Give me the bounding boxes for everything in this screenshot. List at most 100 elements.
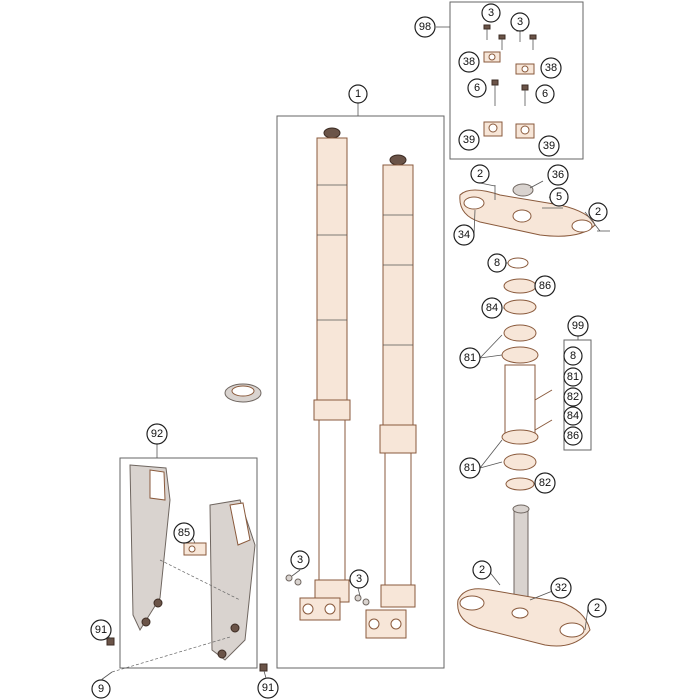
svg-text:3: 3	[488, 7, 494, 19]
fork-guard-kit-frame	[119, 457, 258, 669]
svg-text:2: 2	[479, 564, 485, 576]
spare-ring-nut	[224, 383, 262, 403]
svg-text:39: 39	[463, 134, 475, 146]
callout-32: 32	[550, 577, 572, 599]
steering-stem	[512, 504, 530, 609]
callout-99: 99	[567, 315, 589, 337]
callout-3-fork-left: 3	[290, 550, 310, 570]
callout-2-bottom-right: 2	[587, 598, 607, 618]
callout-2-top-right: 2	[588, 202, 608, 222]
callout-34: 34	[453, 224, 475, 246]
fork-assembly-frame	[276, 115, 445, 669]
svg-text:84: 84	[486, 302, 498, 314]
dust-seal-bottom	[505, 477, 535, 491]
svg-text:3: 3	[356, 573, 362, 585]
callout-5: 5	[549, 187, 569, 207]
svg-text:38: 38	[545, 62, 557, 74]
callout-81-top: 81	[459, 347, 481, 369]
svg-text:84: 84	[567, 410, 579, 422]
svg-text:85: 85	[178, 527, 190, 539]
callout-38-right: 38	[540, 57, 562, 79]
clamp-screws-top	[483, 24, 537, 50]
callout-3-fork-right: 3	[349, 569, 369, 589]
svg-text:99: 99	[572, 320, 584, 332]
callout-39-left: 39	[458, 129, 480, 151]
leader-91-left	[108, 636, 112, 641]
left-fork-leg	[299, 127, 351, 621]
svg-text:92: 92	[151, 428, 163, 440]
callout-92: 92	[146, 423, 168, 445]
svg-text:91: 91	[95, 624, 107, 636]
svg-text:8: 8	[570, 350, 576, 362]
svg-text:82: 82	[567, 391, 579, 403]
svg-text:2: 2	[477, 168, 483, 180]
frame-head-tube-outline	[504, 364, 553, 438]
svg-text:86: 86	[567, 430, 579, 442]
callout-99-item-81: 81	[563, 367, 583, 387]
svg-text:6: 6	[474, 82, 480, 94]
bearing-bottom	[503, 453, 537, 471]
callout-38-left: 38	[458, 51, 480, 73]
callout-98: 98	[414, 16, 436, 38]
leader-91-right	[263, 670, 267, 679]
svg-text:81: 81	[464, 462, 476, 474]
svg-text:32: 32	[555, 582, 567, 594]
callout-3-clamp-right: 3	[510, 12, 530, 32]
o-ring	[507, 257, 529, 269]
svg-text:86: 86	[539, 280, 551, 292]
callout-8: 8	[487, 253, 507, 273]
clamp-bolts	[491, 79, 529, 106]
svg-text:3: 3	[517, 16, 523, 28]
callout-82: 82	[534, 472, 556, 494]
left-fork-guard	[129, 464, 171, 632]
dust-seal-top	[503, 278, 537, 294]
callout-2-bottom-left: 2	[472, 560, 492, 580]
callout-84: 84	[481, 297, 503, 319]
callout-85: 85	[173, 522, 195, 544]
bearing-top	[503, 324, 537, 342]
svg-text:2: 2	[594, 602, 600, 614]
callout-81-bottom: 81	[459, 457, 481, 479]
callout-6-left: 6	[467, 78, 487, 98]
svg-text:8: 8	[494, 257, 500, 269]
right-fork-guard	[209, 499, 256, 661]
guard-dash-line-1	[111, 636, 231, 673]
callout-99-item-8: 8	[563, 346, 583, 366]
handlebar-clamp-upper	[483, 51, 535, 75]
callout-2-top-left: 2	[470, 164, 490, 184]
callout-86: 86	[534, 275, 556, 297]
svg-text:36: 36	[552, 169, 564, 181]
callout-1: 1	[348, 84, 368, 104]
svg-text:91: 91	[262, 682, 274, 694]
fork-screws	[285, 574, 370, 606]
svg-text:34: 34	[458, 229, 470, 241]
callout-91-right: 91	[257, 677, 279, 699]
callout-91-left: 91	[90, 619, 112, 641]
upper-triple-clamp	[459, 189, 596, 237]
svg-text:39: 39	[543, 140, 555, 152]
callout-99-item-84: 84	[563, 406, 583, 426]
svg-text:9: 9	[98, 683, 104, 695]
svg-text:81: 81	[464, 352, 476, 364]
lower-triple-clamp	[457, 588, 591, 647]
svg-text:6: 6	[542, 88, 548, 100]
svg-text:82: 82	[539, 477, 551, 489]
callout-99-item-82: 82	[563, 387, 583, 407]
callout-39-right: 39	[538, 135, 560, 157]
bearing-race-top	[501, 346, 539, 364]
svg-text:3: 3	[297, 554, 303, 566]
right-fork-leg	[365, 154, 417, 639]
guard-screws	[106, 637, 268, 672]
bearing-race-bottom	[501, 429, 539, 445]
handlebar-clamp-kit-frame	[449, 1, 584, 160]
svg-text:5: 5	[556, 191, 562, 203]
callout-6-right: 6	[535, 84, 555, 104]
leader-9	[100, 671, 113, 681]
svg-text:38: 38	[463, 56, 475, 68]
handlebar-clamp-lower	[483, 121, 535, 139]
guard-bracket	[183, 542, 207, 556]
callout-36: 36	[547, 164, 569, 186]
svg-text:1: 1	[355, 88, 361, 100]
callout-9: 9	[91, 679, 111, 699]
